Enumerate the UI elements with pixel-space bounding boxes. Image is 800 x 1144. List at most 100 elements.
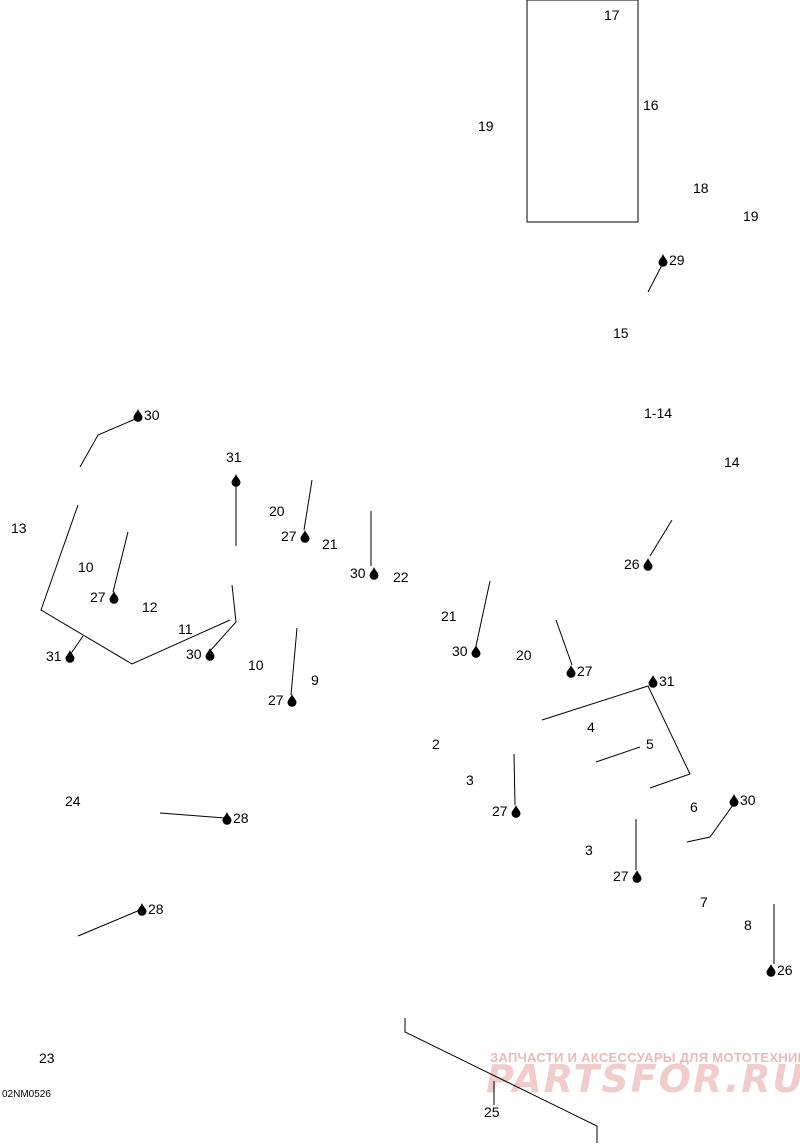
callout-19: 19 bbox=[743, 208, 759, 224]
callout-label: 22 bbox=[393, 569, 409, 585]
callout-label: 19 bbox=[743, 208, 759, 224]
callout-27: 27 bbox=[566, 663, 593, 679]
callout-11: 11 bbox=[178, 621, 193, 637]
callout-22: 22 bbox=[393, 569, 409, 585]
callout-label: 27 bbox=[492, 803, 508, 819]
callout-4: 4 bbox=[587, 719, 595, 735]
callout-label: 20 bbox=[516, 647, 532, 663]
callout-1-14: 1-14 bbox=[644, 405, 672, 421]
callout-label: 31 bbox=[46, 648, 62, 664]
oil-drop-icon bbox=[231, 474, 241, 487]
oil-drop-icon bbox=[511, 805, 521, 818]
callout-20: 20 bbox=[516, 647, 532, 663]
callout-26: 26 bbox=[624, 556, 653, 572]
oil-drop-icon bbox=[658, 254, 668, 267]
callout-label: 3 bbox=[466, 772, 474, 788]
callout-label: 3 bbox=[585, 842, 593, 858]
callout-7: 7 bbox=[700, 894, 708, 910]
callout-30: 30 bbox=[350, 565, 379, 581]
callout-29: 29 bbox=[658, 252, 685, 268]
leader-line bbox=[209, 584, 237, 652]
callout-10: 10 bbox=[78, 559, 94, 575]
leader-line bbox=[303, 479, 313, 531]
callout-3: 3 bbox=[466, 772, 474, 788]
callout-21: 21 bbox=[322, 536, 338, 552]
callout-label: 31 bbox=[226, 449, 242, 465]
oil-drop-icon bbox=[287, 694, 297, 707]
oil-drop-icon bbox=[471, 645, 481, 658]
oil-drop-icon bbox=[133, 409, 143, 422]
oil-drop-icon bbox=[729, 794, 739, 807]
leader-line bbox=[79, 416, 141, 468]
callout-label: 8 bbox=[744, 917, 752, 933]
callout-label: 21 bbox=[441, 608, 457, 624]
oil-drop-icon bbox=[205, 648, 215, 661]
callout-label: 9 bbox=[311, 672, 319, 688]
callout-label: 30 bbox=[740, 792, 756, 808]
callout-label: 11 bbox=[178, 621, 193, 637]
leader-line bbox=[513, 753, 516, 806]
callout-27: 27 bbox=[492, 803, 521, 819]
callout-label: 2 bbox=[432, 736, 440, 752]
oil-drop-icon bbox=[369, 567, 379, 580]
leader-lines bbox=[40, 0, 775, 1143]
part-outline-box bbox=[526, 0, 639, 223]
oil-drop-icon bbox=[137, 903, 147, 916]
callout-label: 26 bbox=[777, 962, 793, 978]
leader-line bbox=[686, 804, 734, 843]
callout-label: 28 bbox=[233, 810, 249, 826]
oil-drop-icon bbox=[109, 591, 119, 604]
callout-14: 14 bbox=[724, 454, 740, 470]
callout-27: 27 bbox=[268, 692, 297, 708]
bracket-outline bbox=[541, 685, 691, 789]
callout-label: 21 bbox=[322, 536, 338, 552]
oil-drop-icon bbox=[643, 558, 653, 571]
callout-23: 23 bbox=[39, 1050, 55, 1066]
callout-20: 20 bbox=[269, 503, 285, 519]
oil-drop-icon bbox=[566, 665, 576, 678]
callout-25: 25 bbox=[484, 1104, 500, 1120]
callout-31: 31 bbox=[46, 648, 75, 664]
callout-30: 30 bbox=[452, 643, 481, 659]
leader-line bbox=[290, 627, 298, 696]
callout-label: 27 bbox=[281, 528, 297, 544]
callout-3: 3 bbox=[585, 842, 593, 858]
callout-12: 12 bbox=[142, 599, 158, 615]
callout-31: 31 bbox=[648, 673, 675, 689]
callout-label: 4 bbox=[587, 719, 595, 735]
callout-8: 8 bbox=[744, 917, 752, 933]
oil-drop-icon bbox=[766, 964, 776, 977]
leader-line bbox=[595, 746, 641, 763]
oil-drop-icon bbox=[648, 675, 658, 688]
watermark: ЗАПЧАСТИ И АКСЕССУАРЫ ДЛЯ МОТОТЕХНИКИ PA… bbox=[486, 1050, 800, 1101]
callout-label: 30 bbox=[186, 646, 202, 662]
callout-26: 26 bbox=[766, 962, 793, 978]
callout-13: 13 bbox=[11, 520, 27, 536]
leader-line bbox=[555, 619, 573, 666]
callout-label: 16 bbox=[643, 97, 659, 113]
callout-label: 15 bbox=[613, 325, 629, 341]
callout-24: 24 bbox=[65, 793, 81, 809]
callout-27: 27 bbox=[281, 528, 310, 544]
leader-line bbox=[69, 635, 84, 656]
callout-label: 6 bbox=[690, 799, 698, 815]
leader-line bbox=[647, 264, 663, 293]
callout-label: 18 bbox=[693, 180, 709, 196]
callout-label: 25 bbox=[484, 1104, 500, 1120]
leader-line bbox=[475, 580, 491, 647]
watermark-tagline: ЗАПЧАСТИ И АКСЕССУАРЫ ДЛЯ МОТОТЕХНИКИ bbox=[490, 1050, 800, 1065]
oil-drop-icon bbox=[300, 530, 310, 543]
callout-label: 1-14 bbox=[644, 405, 672, 421]
callout-10: 10 bbox=[248, 657, 264, 673]
callout-28: 28 bbox=[137, 901, 164, 917]
callout-30: 30 bbox=[133, 407, 160, 423]
callout-label: 10 bbox=[248, 657, 264, 673]
callout-label: 19 bbox=[478, 118, 494, 134]
drawing-code: 02NM0526 bbox=[2, 1089, 51, 1100]
callout-27: 27 bbox=[90, 589, 119, 605]
callout-18: 18 bbox=[693, 180, 709, 196]
leader-line bbox=[159, 812, 226, 819]
bracket-outline bbox=[40, 504, 231, 665]
callout-label: 20 bbox=[269, 503, 285, 519]
